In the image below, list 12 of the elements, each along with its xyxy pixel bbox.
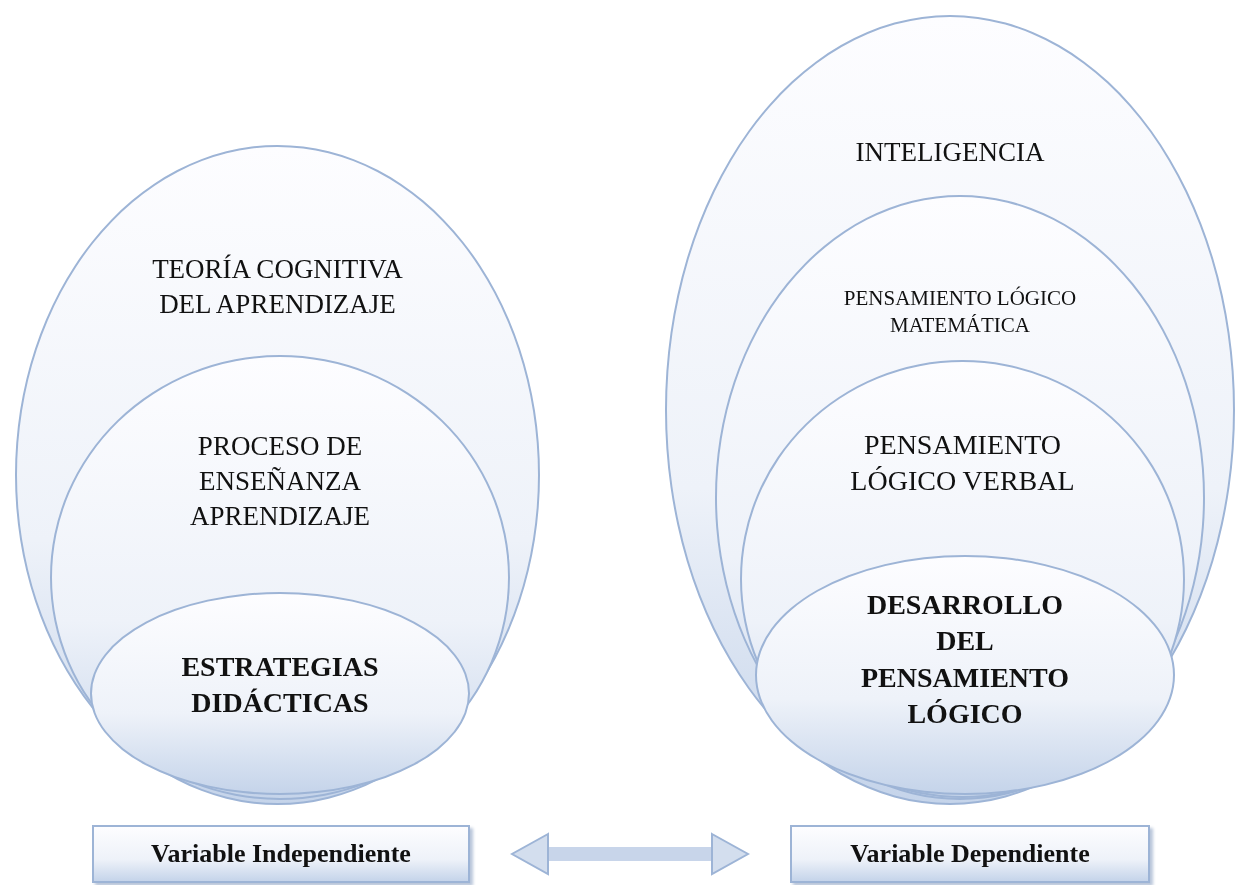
ellipse-label: PENSAMIENTO LÓGICO VERBAL <box>849 428 1076 499</box>
ellipse-label: ESTRATEGIAS DIDÁCTICAS <box>180 650 380 721</box>
ellipse-label: PENSAMIENTO LÓGICO MATEMÁTICA <box>842 285 1078 340</box>
ellipse-label: INTELIGENCIA <box>855 136 1045 169</box>
ellipse-label: TEORÍA COGNITIVA DEL APRENDIZAJE <box>151 253 404 322</box>
label-box <box>92 825 470 883</box>
ellipse-label: PROCESO DE ENSEÑANZA APRENDIZAJE <box>189 430 371 534</box>
double-arrow <box>511 833 749 875</box>
box-label: Variable Independiente <box>151 838 411 870</box>
box-label: Variable Dependiente <box>850 838 1090 870</box>
ellipse-label: DESARROLLO DEL PENSAMIENTO LÓGICO <box>860 588 1070 732</box>
label-box <box>790 825 1150 883</box>
